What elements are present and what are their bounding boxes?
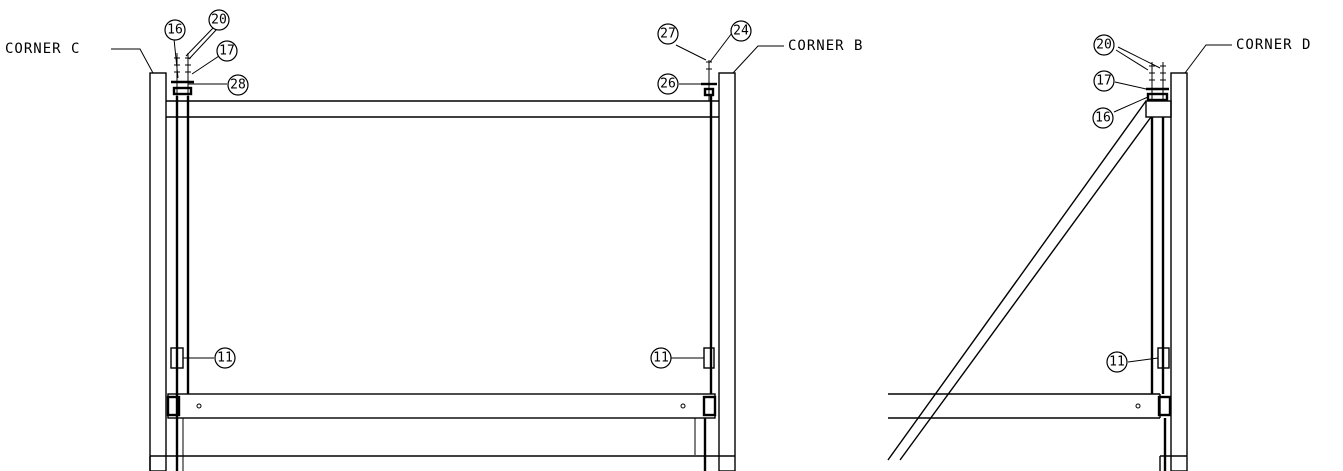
right-frame-assembly (887, 44, 1232, 471)
corner-d-leader (1184, 44, 1232, 74)
callout-11-left: 11 (214, 347, 236, 369)
svg-text:16: 16 (1095, 111, 1111, 126)
corner-c-label: CORNER C (5, 41, 80, 57)
callout-24: 24 (730, 20, 752, 42)
svg-text:11: 11 (653, 351, 669, 366)
callout-16-left: 16 (164, 19, 186, 41)
left-rail-bracket (166, 395, 181, 417)
diagonal-brace-outer (887, 100, 1147, 461)
svg-text:16: 16 (167, 23, 183, 38)
svg-text:26: 26 (660, 77, 676, 92)
svg-text:20: 20 (211, 13, 227, 28)
corner-b-leader (732, 45, 784, 74)
left-frame-assembly (111, 26, 784, 471)
d-rail-hole (1135, 403, 1141, 409)
svg-text:28: 28 (230, 78, 246, 93)
callout-11-middle: 11 (650, 347, 672, 369)
svg-text:20: 20 (1096, 38, 1112, 53)
svg-text:11: 11 (217, 351, 233, 366)
callout-20-left: 20 (208, 9, 230, 31)
callout-27: 27 (657, 23, 679, 45)
corner-d-post (1170, 72, 1188, 471)
callout-20-right: 20 (1093, 34, 1115, 56)
left-post (149, 72, 167, 471)
corner-d-top-cap (1145, 100, 1172, 118)
callout-11-right: 11 (1106, 351, 1128, 373)
rail-hole-right (680, 403, 686, 409)
diagonal-brace-inner (899, 116, 1152, 461)
callout-26: 26 (657, 73, 679, 95)
corner-b-label: CORNER B (788, 38, 863, 54)
rail-hole-left (196, 403, 202, 409)
bottom-rail (167, 393, 716, 419)
right-post (718, 72, 736, 471)
left-fastener-stack (171, 53, 194, 101)
d-rail-bracket (1157, 395, 1172, 417)
svg-text:17: 17 (219, 44, 235, 59)
right-clip (703, 347, 715, 369)
corner-c-leader (111, 48, 154, 74)
corner-d-label: CORNER D (1236, 37, 1311, 53)
d-fastener-stack (1146, 62, 1169, 102)
svg-text:24: 24 (733, 24, 749, 39)
callout-28: 28 (227, 74, 249, 96)
svg-text:17: 17 (1096, 74, 1112, 89)
right-fastener-stack (701, 60, 717, 101)
right-rail-bracket (702, 395, 717, 417)
svg-text:27: 27 (660, 27, 676, 42)
callout-16-right: 16 (1092, 107, 1114, 129)
callout-17-right: 17 (1093, 70, 1115, 92)
callout-17-left: 17 (216, 40, 238, 62)
svg-text:11: 11 (1109, 355, 1125, 370)
